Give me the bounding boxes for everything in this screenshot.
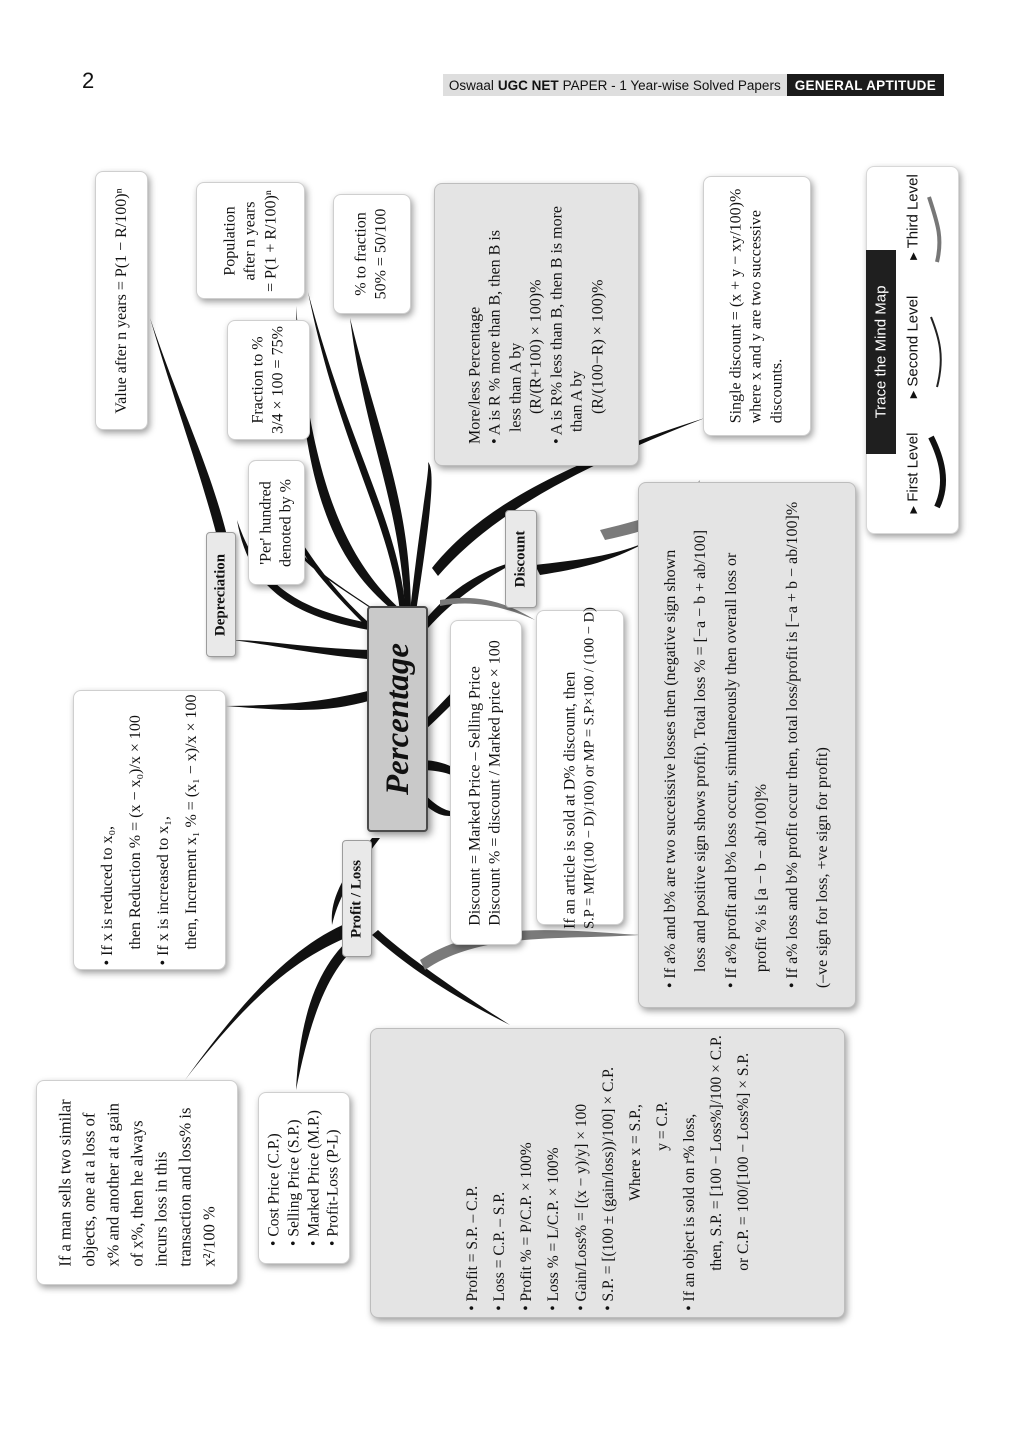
page-number: 2 [82,68,95,93]
successive-line-5: • If a% loss and b% profit occur then, t… [783,501,801,989]
value-after-n-years-formula: Value after n years = P(1 − R/100)ⁿ [112,187,130,414]
fraction-to-percent-box: Fraction to % 3/4 × 100 = 75% [227,320,310,440]
reduction-line-1: • If x is reduced to x₀, [98,825,116,966]
legend-title: Trace the Mind Map [872,285,890,419]
more-less-line-3: • A is R% less than B, then B is more [547,205,565,444]
more-less-title: More/less Percentage [465,306,483,444]
discount-formula-line-2: Discount % = discount / Marked price × 1… [487,639,504,926]
discount-label: Discount [505,510,537,608]
legend-level-third: ▸ Third Level [900,172,926,262]
increment-formula: then, Increment x₁ % = (x₁ − x)/x × 100 [182,694,200,950]
term-marked-price: • Marked Price (M.P.) [305,1110,322,1246]
pl-r-loss-cp: or C.P. = 100/[100 − Loss%] × S.P. [734,1052,752,1271]
discount-formula-box: Discount = Marked Price – Selling Price … [450,620,522,945]
percent-to-fraction-title: % to fraction [352,212,370,296]
legend-bullet-icon: ▸ [904,248,922,260]
legend-level-third-label: Third Level [904,174,922,249]
legend-title-bar: Trace the Mind Map [866,250,896,454]
single-discount-line-2: where x and y are two successive [747,210,765,424]
depreciation-label: Depreciation [206,532,236,657]
percent-to-fraction-box: % to fraction 50% = 50/100 [333,194,411,314]
pl-r-loss: • If an object is sold on r% loss, [680,1113,698,1311]
legend-curves [927,196,946,509]
fraction-to-percent-title: Fraction to % [249,336,267,424]
per-hundred-line-2: denoted by % [277,478,295,567]
per-hundred-line-1: 'Per' hundred [257,480,275,565]
successive-line-1: • If a% and b% are two succeissive losse… [661,549,679,989]
pl-where-x: Where x = S.P., [626,1104,644,1201]
population-line-2: after n years [241,200,259,281]
sold-at-discount-line-1: If an article is sold at D% discount, th… [561,671,579,929]
legend-bullet-icon: ▸ [904,386,922,399]
more-less-formula-1: (R/(R+100) × 100)% [527,279,545,414]
legend-bullet-icon: ▸ [904,501,922,514]
more-less-percentage-box: More/less Percentage • A is R % more tha… [434,183,639,466]
terms-box: • Cost Price (C.P.) • Selling Price (S.P… [258,1092,350,1264]
single-discount-formula: Single discount = (x + y − xy/100)% [727,188,745,424]
successive-line-3: • If a% profit and b% loss occur, simult… [722,552,740,989]
header-title: Oswaal UGC NET PAPER - 1 Year-wise Solve… [442,74,787,96]
two-objects-line-4: of x%, then he always [127,1119,147,1267]
two-objects-line-2: objects, one at a loss of [79,1112,99,1267]
two-objects-line-3: x% and another at a gain [103,1102,123,1267]
pl-gain-loss-percent: • Gain/Loss% = [(x − y)/y] × 100 [571,1103,589,1311]
discount-label-text: Discount [512,530,529,588]
term-selling-price: • Selling Price (S.P.) [285,1119,303,1246]
more-less-line-4: than A by [568,370,586,432]
sold-at-discount-box: If an article is sold at D% discount, th… [536,607,624,928]
header-section: GENERAL APTITUDE [786,74,944,96]
pl-where-y: y = C.P. [653,1101,671,1151]
fraction-to-percent-example: 3/4 × 100 = 75% [269,326,287,434]
two-similar-objects-box: If a man sells two similar objects, one … [36,1080,238,1285]
legend-box [866,166,959,534]
legend-level-first: ▸ First Level [900,428,926,518]
sold-at-discount-formula: S.P = MP((100 − D)/100) or MP = S.P×100 … [581,606,598,929]
more-less-line-1: • A is R % more than B, then B is [486,229,504,444]
pl-profit-percent: • Profit % = P/C.P. × 100% [517,1142,535,1311]
two-objects-line-6: transaction and loss% is [174,1107,194,1267]
profit-loss-label: Profit / Loss [342,840,372,957]
value-after-n-years-box: Value after n years = P(1 − R/100)ⁿ [95,171,148,430]
center-topic-node: Percentage [367,606,428,832]
single-discount-box: Single discount = (x + y − xy/100)% wher… [703,176,811,436]
successive-line-4: profit % is [a − b − ab/100]% [753,783,770,973]
pl-profit: • Profit = S.P. – C.P. [463,1185,481,1311]
depreciation-label-text: Depreciation [212,553,229,636]
legend-level-second-label: Second Level [904,295,922,387]
pl-selling-price: • S.P. = [(100 ± (gain/loss))/100] × C.P… [598,1067,616,1311]
two-objects-line-5: incurs loss in this [150,1151,170,1267]
pl-loss-percent: • Loss % = L/C.P. × 100% [544,1147,562,1311]
header-paper-info: PAPER - 1 Year-wise Solved Papers [562,77,781,93]
reduction-formula: then Reduction % = (x − x₀)/x × 100 [126,715,144,950]
profit-loss-label-text: Profit / Loss [348,859,365,938]
population-box: Population after n years = P(1 + R/100)ⁿ [196,182,305,299]
successive-line-2: loss and positive sign shows profit). To… [692,529,710,973]
successive-profit-loss-box: • If a% and b% are two succeissive losse… [638,482,856,1008]
reduction-increment-box: • If x is reduced to x₀, then Reduction … [73,690,226,970]
header-exam: UGC NET [497,77,559,93]
discount-formula-line-1: Discount = Marked Price – Selling Price [466,665,484,926]
more-less-line-2: less than A by [506,342,524,432]
profit-loss-formulas-box: • Profit = S.P. – C.P. • Loss = C.P. – S… [370,1028,845,1318]
percent-to-fraction-example: 50% = 50/100 [373,208,390,300]
two-objects-formula: x²/100 % [198,1205,218,1267]
term-profit-loss: • Profit-Loss (P-L) [324,1129,342,1246]
running-header: Oswaal UGC NET PAPER - 1 Year-wise Solve… [442,74,944,96]
pl-r-loss-sp: then, S.P. = [100 − Loss%]/100 × C.P. [707,1035,725,1271]
two-objects-line-1: If a man sells two similar [55,1098,75,1267]
header-brand: Oswaal [448,77,494,93]
center-topic-title: Percentage [379,642,416,796]
increment-line-1: • If x is increased to x₁, [154,816,172,966]
successive-line-6: (–ve sign for loss, +ve sign for profit) [813,747,831,989]
single-discount-line-3: discounts. [768,358,786,424]
legend-level-second: ▸ Second Level [900,292,926,402]
population-formula: = P(1 + R/100)ⁿ [261,189,279,292]
more-less-formula-2: (R/(100−R) × 100)% [588,279,606,414]
population-line-1: Population [220,205,238,276]
pl-loss: • Loss = C.P. – S.P. [490,1191,508,1311]
per-hundred-box: 'Per' hundred denoted by % [248,460,305,585]
term-cost-price: • Cost Price (C.P.) [265,1133,283,1246]
legend-level-first-label: First Level [904,432,922,502]
